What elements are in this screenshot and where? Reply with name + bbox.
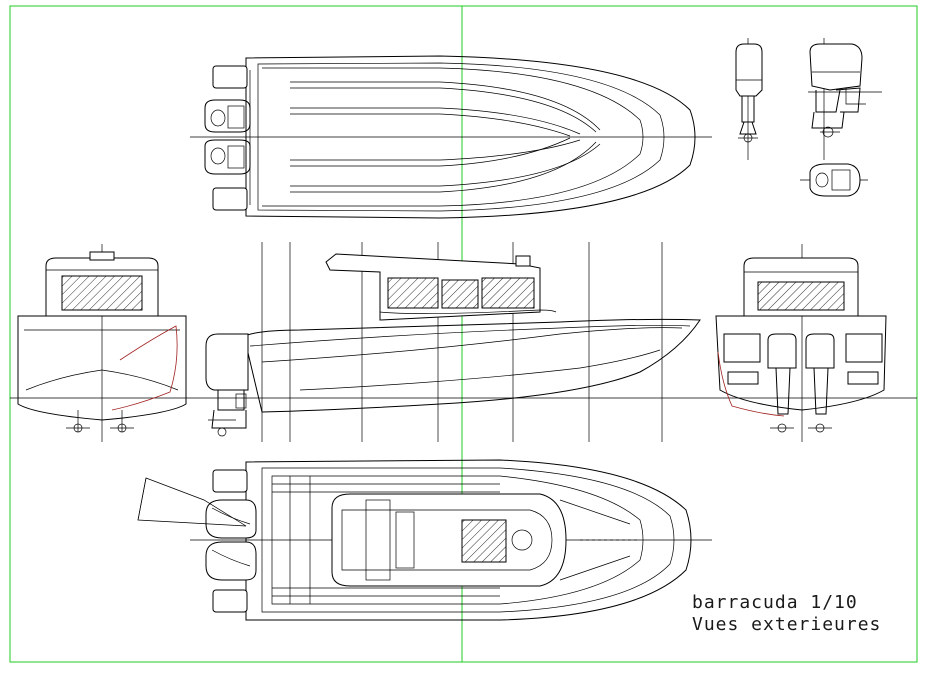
- hull-top-view: [190, 55, 712, 219]
- front-view: [715, 244, 887, 442]
- outboard-engine-top-view: [800, 163, 868, 197]
- drawing-subtitle: Vues exterieures: [692, 614, 882, 635]
- side-view: [205, 253, 701, 437]
- outboard-engine-front-view: [735, 38, 763, 160]
- rear-view: [17, 244, 187, 442]
- outboard-engine-side-view: [808, 38, 882, 160]
- drawing-caption: barracuda 1/10 Vues exterieures: [692, 592, 881, 636]
- deck-plan-view: [137, 459, 712, 621]
- station-lines: [10, 242, 917, 442]
- drawing-title: barracuda 1/10: [692, 592, 858, 613]
